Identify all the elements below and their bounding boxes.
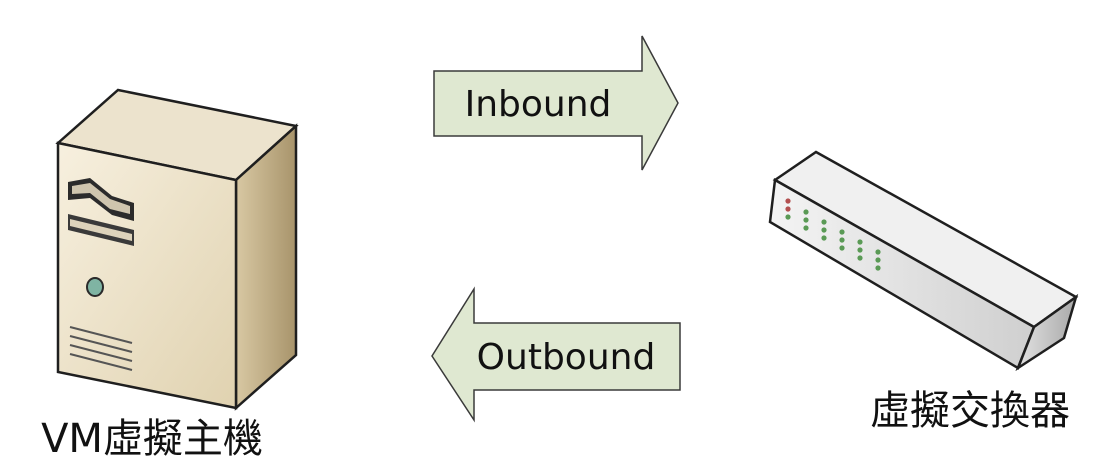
switch-label: 虛擬交換器 [870,388,1070,434]
switch-port-leds [785,198,881,271]
outbound-label: Outbound [477,337,656,378]
arrow-right-icon [433,35,679,171]
server-tower-icon [55,88,299,411]
host-label: VM虛擬主機 [41,416,263,462]
inbound-label: Inbound [465,84,612,125]
arrow-left-icon [431,286,681,423]
network-switch-icon [768,150,1079,372]
